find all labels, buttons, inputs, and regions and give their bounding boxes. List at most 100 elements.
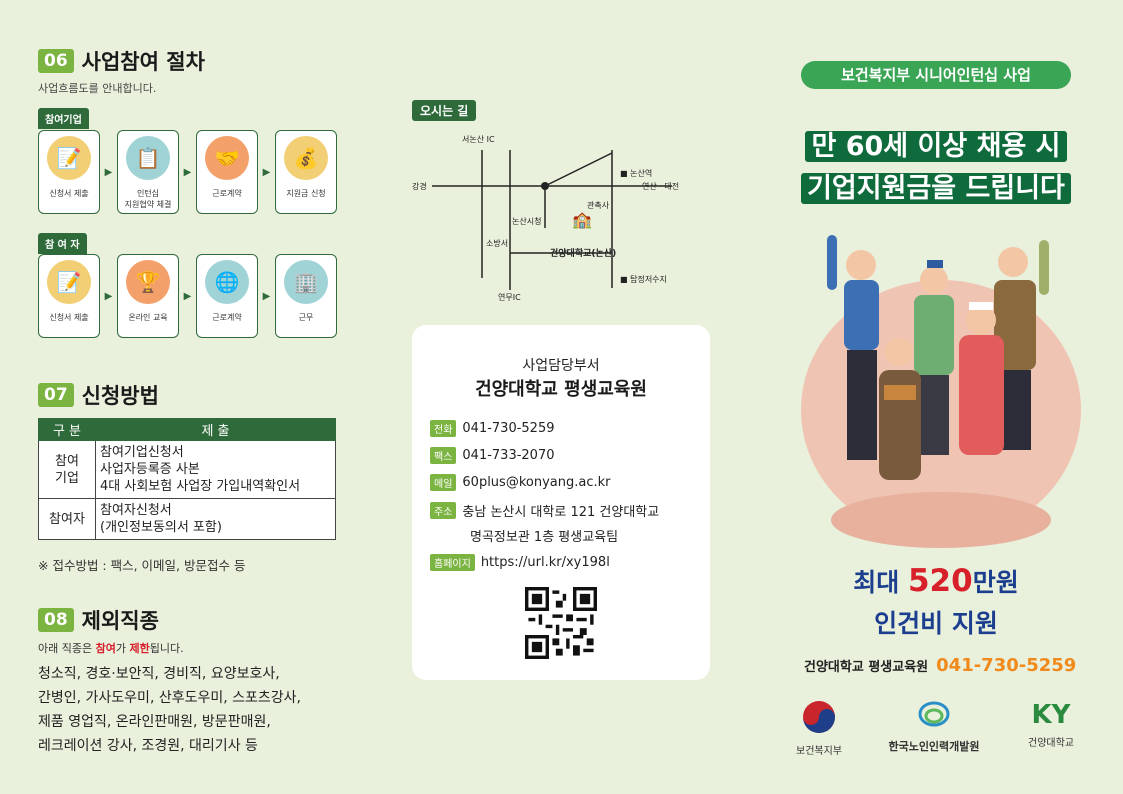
map-label-seononsan-ic: 서논산 IC [462,135,495,144]
contact-web-row: 홈페이지 https://url.kr/xy198l [430,554,610,571]
map-label-gwanchoksa: 관촉사 [587,201,610,210]
company-step-3: 🤝 근로계약 [196,130,258,214]
participant-flow: 📝 신청서 제출 ▶ 🏆 온라인 교육 ▶ 🌐 근로계약 ▶ 🏢 근무 [38,254,337,338]
right-panel: 보건복지부 시니어인턴십 사업 만 60세 이상 채용 시 기업지원금을 드립니… [749,0,1123,794]
headline-1-text: 만 60세 이상 채용 시 [805,131,1067,162]
company-step-1: 📝 신청서 제출 [38,130,100,214]
program-pill: 보건복지부 시니어인턴십 사업 [801,61,1071,89]
apply-number: 07 [38,383,74,407]
max-support-line-2: 인건비 지원 [874,609,998,638]
taeguk-icon [803,701,835,733]
map-label-fire-station: 소방서 [486,239,509,248]
procedure-title: 사업참여 절차 [81,50,205,74]
document-icon: 📝 [47,260,91,304]
map-label-university: 건양대학교(논산) [550,249,617,259]
map-roads [432,150,672,290]
arrow-right-icon: ▶ [183,290,192,302]
map-label-nonsan-cityhall: 논산시청 [512,217,542,226]
phone-value[interactable]: 041-730-5259 [462,421,555,436]
arrow-right-icon: ▶ [104,290,113,302]
university-building-icon: 🏫 [572,210,592,229]
left-panel: 06 사업참여 절차 사업흐름도를 안내합니다. 참여기업 📝 신청서 제출 ▶… [0,0,374,794]
addr-label: 주소 [430,502,457,519]
document-icon: 📝 [47,136,91,180]
participant-step-2-label: 온라인 교육 [128,313,168,322]
company-tag: 참여기업 [38,108,89,129]
max-pre: 최대 [853,568,908,597]
handshake-icon: 🤝 [205,136,249,180]
mohw-logo-text: 보건복지부 [796,746,842,757]
map-label-yeonmu-ic: 연무IC [498,293,521,302]
addr-value-1: 충남 논산시 대학로 121 건양대학교 [462,505,660,520]
arrow-right-icon: ▶ [183,166,192,178]
phone-label: 전화 [430,420,457,437]
excluded-sub-text: 가 [115,642,130,655]
contact-dept: 사업담당부서 [522,358,600,374]
apply-title: 신청방법 [81,384,159,408]
qr-code[interactable] [525,587,597,659]
excluded-sub-red: 제한 [129,642,150,655]
company-step-4: 💰 지원금 신청 [275,130,337,214]
participant-step-1-label: 신청서 제출 [49,313,89,322]
excluded-heading: 08 제외직종 [38,605,159,635]
row-category: 참여자 [38,498,96,540]
company-step-1-label: 신청서 제출 [49,189,89,198]
contract-icon: 📋 [126,136,170,180]
contact-org: 건양대학교 평생교육원 [475,379,647,400]
konyang-ky-icon: KY [1031,700,1071,730]
participant-step-4-label: 근무 [298,313,314,322]
excluded-sub-text: 아래 직종은 [38,642,96,655]
arrow-right-icon: ▶ [262,290,271,302]
map-label-gangyeong: 강경 [412,182,427,191]
header-docs: 제 출 [95,418,336,441]
procedure-number: 06 [38,49,74,73]
excluded-number: 08 [38,608,74,632]
excluded-sub-text: 됩니다. [149,642,184,655]
contact-mail-row: 메일 60plus@konyang.ac.kr [430,474,610,491]
apply-heading: 07 신청방법 [38,380,159,410]
row-docs: 참여자신청서(개인정보동의서 포함) [95,498,336,540]
participant-tag: 참 여 자 [38,233,87,254]
participant-step-4: 🏢 근무 [275,254,337,338]
arrow-right-icon: ▶ [262,166,271,178]
excluded-title: 제외직종 [81,609,159,633]
headline-line-2: 기업지원금을 드립니다 [749,166,1123,205]
max-post: 만원 [972,568,1019,597]
participant-step-3-label: 근로계약 [212,313,242,322]
excluded-subtitle: 아래 직종은 참여가 제한됩니다. [38,640,184,656]
contact-addr-row: 주소 충남 논산시 대학로 121 건양대학교 [430,501,659,520]
konyang-logo: KY 건양대학교 [1011,700,1091,749]
participant-step-3: 🌐 근로계약 [196,254,258,338]
company-step-4-label: 지원금 신청 [286,189,326,198]
excluded-list: 청소직, 경호·보안직, 경비직, 요양보호사,간병인, 가사도우미, 산후도우… [38,666,301,754]
contact-card: 사업담당부서 건양대학교 평생교육원 전화 041-730-5259 팩스 04… [412,325,710,680]
web-label: 홈페이지 [430,554,475,571]
apply-note: ※ 접수방법 : 팩스, 이메일, 방문접수 등 [38,558,246,573]
kordi-swirl-icon [918,701,950,727]
company-step-3-label: 근로계약 [212,189,242,198]
contact-addr-row-2: 명곡정보관 1층 평생교육팀 [470,526,618,545]
participant-step-1: 📝 신청서 제출 [38,254,100,338]
mail-label: 메일 [430,474,457,491]
map-label-tapjeong: ■ 탑정저수지 [620,275,667,284]
footer-phone[interactable]: 041-730-5259 [936,655,1077,676]
contact-phone-row: 전화 041-730-5259 [430,420,555,437]
map-tag: 오시는 길 [412,100,477,121]
table-row: 참여자 참여자신청서(개인정보동의서 포함) [38,498,336,540]
procedure-heading: 06 사업참여 절차 [38,46,205,76]
web-value[interactable]: https://url.kr/xy198l [480,555,610,570]
map-label-nonsan-station: ■ 논산역 [620,169,653,178]
middle-panel: 오시는 길 서논산 IC 강경 연산 · 대전 ■ 논산역 관촉사 논산시청 소… [374,0,749,794]
apply-table-header: 구 분 제 출 [38,418,336,441]
map-label-yeonsan: 연산 · 대전 [642,182,680,191]
headline-2-text: 기업지원금을 드립니다 [801,173,1071,204]
max-support-line-1: 최대 520만원 [749,563,1123,599]
mail-value[interactable]: 60plus@konyang.ac.kr [462,475,611,490]
participant-step-2: 🏆 온라인 교육 [117,254,179,338]
